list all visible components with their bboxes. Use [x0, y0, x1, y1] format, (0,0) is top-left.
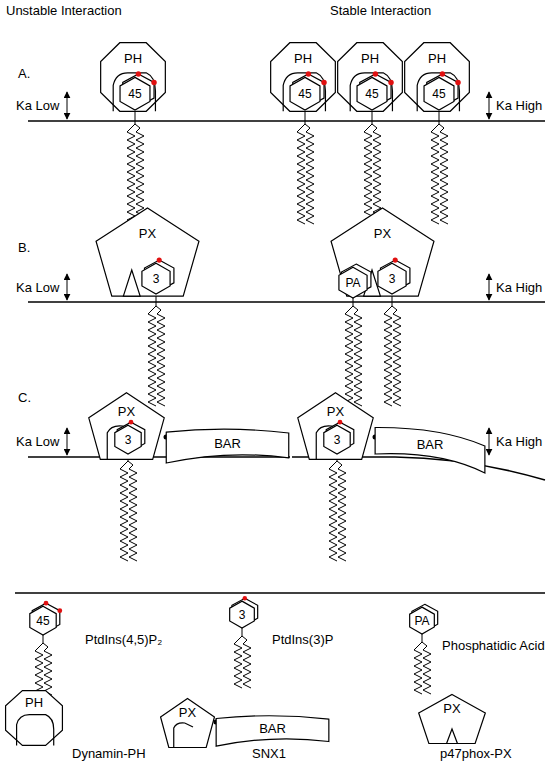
ph-domain: PH 45	[100, 42, 166, 112]
inositol-ring: 45	[288, 76, 322, 110]
domain-label: PX	[297, 405, 374, 419]
domain-label: BAR	[165, 437, 290, 451]
domain-label: PH	[337, 52, 403, 66]
px-domain: PX 3	[88, 392, 165, 460]
legend-label: p47phox-PX	[440, 746, 512, 761]
phosphate-dot	[321, 80, 326, 85]
domain-label: 45	[28, 614, 58, 628]
phosphate-dot	[388, 80, 393, 85]
domain-label: 45	[422, 87, 456, 101]
inositol-ring: 3	[376, 262, 408, 294]
inositol-ring: 45	[422, 76, 456, 110]
domain-label: PA	[408, 614, 436, 628]
panel-letter: B.	[18, 240, 30, 255]
phosphate-dot	[157, 258, 162, 263]
phosphate-dot	[243, 596, 247, 600]
domain-label: 3	[376, 272, 408, 286]
domain-label: 45	[355, 87, 389, 101]
domain-label: 45	[288, 87, 322, 101]
domain-label: 45	[118, 87, 152, 101]
domain-label: 3	[322, 433, 352, 447]
px-domain: PX	[160, 698, 215, 748]
membrane-line	[28, 120, 545, 122]
legend-label: PtdIns(3)P	[272, 632, 333, 647]
domain-label: 3	[140, 272, 172, 286]
legend-label: PtdIns(4,5)P₂	[85, 632, 162, 647]
px-domain: PX 3	[297, 392, 374, 460]
phosphate-dot	[129, 420, 134, 425]
inositol-ring: 3	[228, 600, 256, 628]
domain-label: 3	[228, 608, 256, 622]
affinity-label: Ka High	[496, 434, 542, 449]
ph-domain: PH 45	[404, 42, 470, 112]
inositol-ring: 45	[355, 76, 389, 110]
lipid-tails	[35, 124, 448, 695]
px-domain: PX PA 3	[330, 207, 435, 297]
legend-label: Phosphatidic Acid	[442, 638, 545, 653]
domain-label: PH	[270, 52, 336, 66]
inositol-ring: 45	[118, 76, 152, 110]
legend-label: Dynamin-PH	[72, 746, 146, 761]
legend-label: SNX1	[252, 746, 286, 761]
column-heading: Unstable Interaction	[6, 3, 122, 18]
affinity-label: Ka High	[496, 98, 542, 113]
panel-letter: C.	[18, 390, 31, 405]
domain-label: PX	[160, 706, 215, 720]
phosphate-dot	[57, 608, 62, 613]
inositol-ring: PA	[337, 266, 369, 298]
column-heading: Stable Interaction	[330, 3, 431, 18]
affinity-label: Ka Low	[16, 280, 59, 295]
phosphate-dot	[151, 80, 156, 85]
domain-label: PX	[95, 227, 200, 241]
phosphate-dot	[338, 420, 343, 425]
ph-domain: PH 45	[337, 42, 403, 112]
domain-label: 3	[113, 433, 143, 447]
domain-label: PH	[5, 696, 63, 710]
domain-label: BAR	[374, 438, 486, 452]
phosphate-dot	[393, 258, 398, 263]
ph-domain: PH	[5, 690, 63, 746]
phosphate-dot	[440, 71, 445, 76]
affinity-label: Ka High	[496, 280, 542, 295]
inositol-ring: 3	[113, 424, 143, 454]
phosphate-dot	[44, 601, 49, 606]
hinge-dots	[164, 435, 378, 725]
affinity-label: Ka Low	[16, 98, 59, 113]
bar-domain: BAR	[165, 425, 290, 465]
inositol-ring: 3	[140, 262, 172, 294]
phosphate-dot	[136, 71, 141, 76]
domain-label: BAR	[215, 722, 330, 736]
panel-letter: A.	[18, 66, 30, 81]
separator-line	[15, 592, 545, 594]
ph-domain: PH 45	[270, 42, 336, 112]
domain-label: PH	[100, 52, 166, 66]
affinity-label: Ka Low	[16, 434, 59, 449]
domain-label: PX	[418, 702, 486, 716]
phosphate-dot	[455, 80, 460, 85]
membrane-line	[28, 301, 545, 303]
domain-label: PX	[88, 405, 165, 419]
lipid-stems	[43, 110, 439, 643]
px-domain: PX	[418, 694, 486, 744]
bar-domain: BAR	[374, 425, 486, 475]
inositol-ring: 45	[28, 605, 58, 635]
phosphate-dot	[373, 71, 378, 76]
domain-label: PA	[337, 276, 369, 290]
membrane-line	[28, 456, 290, 458]
px-domain: PX 3	[95, 207, 200, 297]
domain-label: PH	[404, 52, 470, 66]
bar-domain: BAR	[215, 712, 330, 748]
phosphate-dot	[306, 71, 311, 76]
domain-label: PX	[330, 227, 435, 241]
inositol-ring: PA	[408, 606, 436, 634]
inositol-ring: 3	[322, 424, 352, 454]
